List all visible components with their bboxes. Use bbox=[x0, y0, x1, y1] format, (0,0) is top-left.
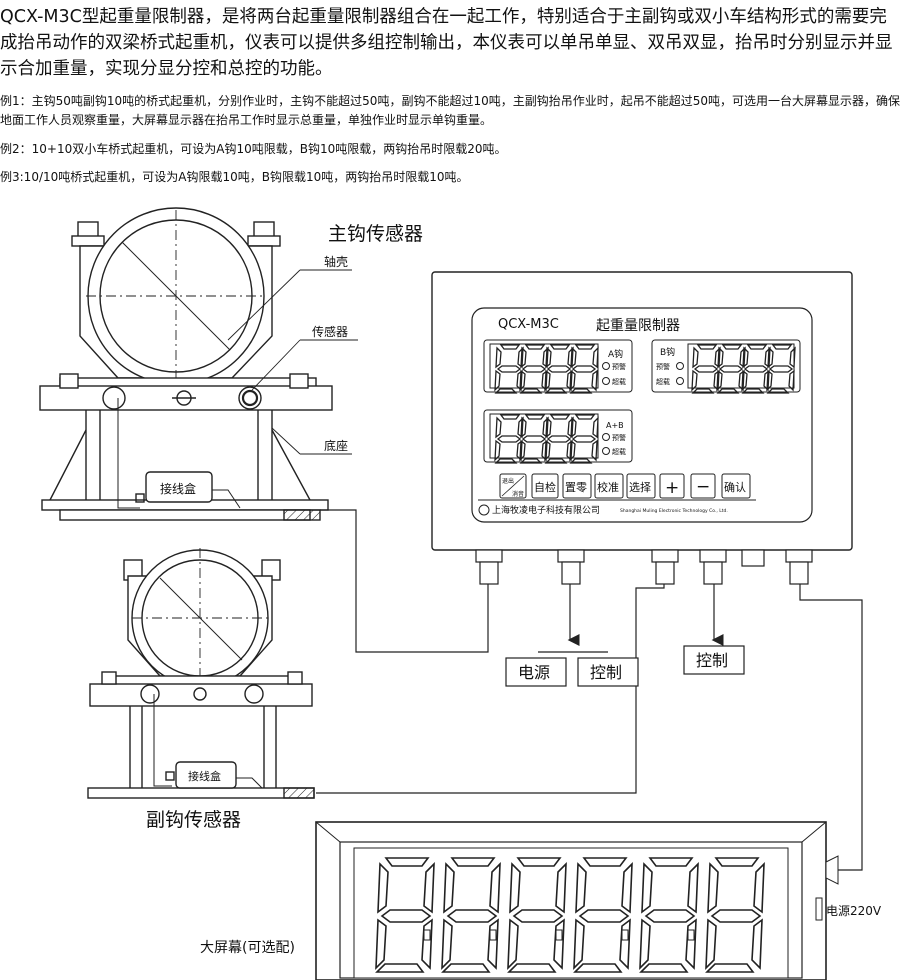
cable-glands bbox=[475, 549, 813, 585]
exit-label-top: 退出 bbox=[502, 477, 514, 485]
plus-label: + bbox=[665, 478, 679, 498]
aux-sensor-title: 副钩传感器 bbox=[146, 809, 241, 831]
select-label: 选择 bbox=[629, 480, 651, 494]
confirm-button[interactable]: 确认 bbox=[721, 473, 751, 499]
junction-box-main: 接线盒 bbox=[160, 481, 196, 496]
io-labels bbox=[505, 645, 745, 687]
instrument-buttons: 退出 消音 自检 置零 校准 选择 + − 确认 bbox=[499, 473, 751, 499]
calibrate-label: 校准 bbox=[597, 480, 619, 494]
a-hook-label: A钩 bbox=[608, 348, 623, 360]
example-3: 例3:10/10吨桥式起重机，可设为A钩限载10吨，B钩限载10吨，两钩抬吊时限… bbox=[0, 170, 469, 184]
example-1: 例1：主钩50吨副钩10吨的桥式起重机，分别作业时，主钩不能超过50吨，副钩不能… bbox=[0, 94, 900, 127]
ab-warn: 预警 bbox=[612, 433, 626, 442]
calibrate-button[interactable]: 校准 bbox=[594, 473, 624, 499]
intro-text: QCX-M3C型起重量限制器，是将两台起重量限制器组合在一起工作，特别适合于主副… bbox=[0, 0, 900, 205]
zero-button[interactable]: 置零 bbox=[562, 473, 592, 499]
a-over: 超载 bbox=[612, 377, 626, 386]
exit-label-bottom: 消音 bbox=[512, 490, 524, 498]
b-hook-label: B钩 bbox=[660, 346, 675, 358]
power-label: 电源 bbox=[518, 663, 550, 682]
b-over: 超载 bbox=[656, 377, 670, 386]
example-2: 例2：10+10双小车桥式起重机，可设为A钩10吨限载，B钩10吨限载，两钩抬吊… bbox=[0, 142, 507, 156]
selfcheck-button[interactable]: 自检 bbox=[531, 473, 559, 499]
label-sensor: 传感器 bbox=[312, 324, 348, 339]
wires bbox=[316, 509, 863, 871]
zero-label: 置零 bbox=[565, 481, 587, 494]
instrument-name: 起重量限制器 bbox=[596, 318, 680, 334]
b-warn: 预警 bbox=[656, 362, 670, 371]
intro-paragraph: QCX-M3C型起重量限制器，是将两台起重量限制器组合在一起工作，特别适合于主副… bbox=[0, 7, 893, 79]
company-name-cn: 上海牧凌电子科技有限公司 bbox=[492, 504, 600, 516]
control-label-2: 控制 bbox=[696, 651, 728, 670]
selfcheck-label: 自检 bbox=[534, 480, 556, 494]
junction-box-aux: 接线盒 bbox=[188, 769, 221, 783]
plus-button[interactable]: + bbox=[659, 473, 685, 499]
a-warn: 预警 bbox=[612, 362, 626, 371]
exit-button[interactable]: 退出 消音 bbox=[499, 473, 527, 499]
power-220-label: 电源220V bbox=[826, 904, 882, 918]
select-button[interactable]: 选择 bbox=[626, 473, 656, 499]
ab-over: 超载 bbox=[612, 447, 626, 456]
label-shell: 轴壳 bbox=[324, 254, 348, 269]
main-sensor-title: 主钩传感器 bbox=[328, 223, 423, 245]
big-screen-label: 大屏幕(可选配) bbox=[200, 940, 295, 956]
instrument-model: QCX-M3C bbox=[498, 317, 559, 332]
minus-label: − bbox=[696, 477, 710, 497]
confirm-label: 确认 bbox=[724, 481, 746, 494]
minus-button[interactable]: − bbox=[690, 473, 716, 499]
big-screen bbox=[315, 821, 839, 980]
label-base: 底座 bbox=[324, 438, 348, 453]
aux-hook-sensor bbox=[87, 548, 315, 799]
company-name-en: Shanghai Muling Electronic Technology Co… bbox=[620, 508, 728, 514]
ab-label: A+B bbox=[606, 421, 624, 430]
control-label: 控制 bbox=[590, 663, 622, 682]
main-hook-sensor bbox=[39, 207, 358, 521]
